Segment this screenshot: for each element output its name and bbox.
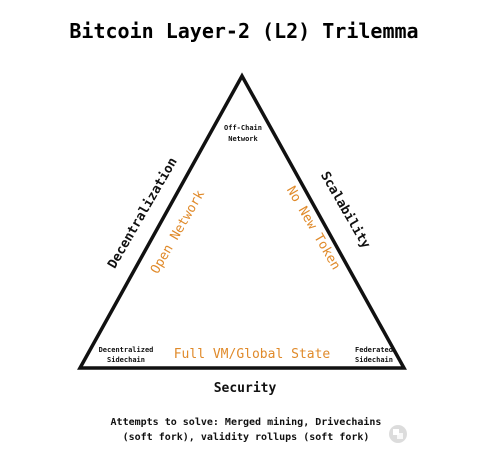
- watermark-text: 金色财经: [410, 426, 471, 444]
- property-full-vm-global-state: Full VM/Global State: [174, 347, 331, 362]
- corner-top-line-1: Off-Chain: [224, 124, 262, 132]
- corner-bottom-right-federated-sidechain: Federated Sidechain: [355, 346, 393, 364]
- corner-bottom-left-line-1: Decentralized: [99, 346, 154, 354]
- diagram-title: Bitcoin Layer-2 (L2) Trilemma: [69, 19, 418, 43]
- corner-bottom-left-line-2: Sidechain: [107, 356, 145, 364]
- corner-bottom-left-decentralized-sidechain: Decentralized Sidechain: [99, 346, 154, 364]
- trilemma-triangle: [77, 72, 407, 370]
- footnote-line-1: Attempts to solve: Merged mining, Drivec…: [111, 416, 382, 428]
- corner-bottom-right-line-1: Federated: [355, 346, 393, 354]
- footnote-line-2: (soft fork), validity rollups (soft fork…: [123, 431, 370, 443]
- golden-coin-logo-icon: [389, 425, 407, 443]
- corner-bottom-right-line-2: Sidechain: [355, 356, 393, 364]
- watermark: 金色财经: [389, 425, 471, 444]
- corner-top-off-chain-network: Off-Chain Network: [224, 124, 262, 143]
- side-label-security: Security: [214, 381, 277, 396]
- corner-top-line-2: Network: [228, 135, 258, 143]
